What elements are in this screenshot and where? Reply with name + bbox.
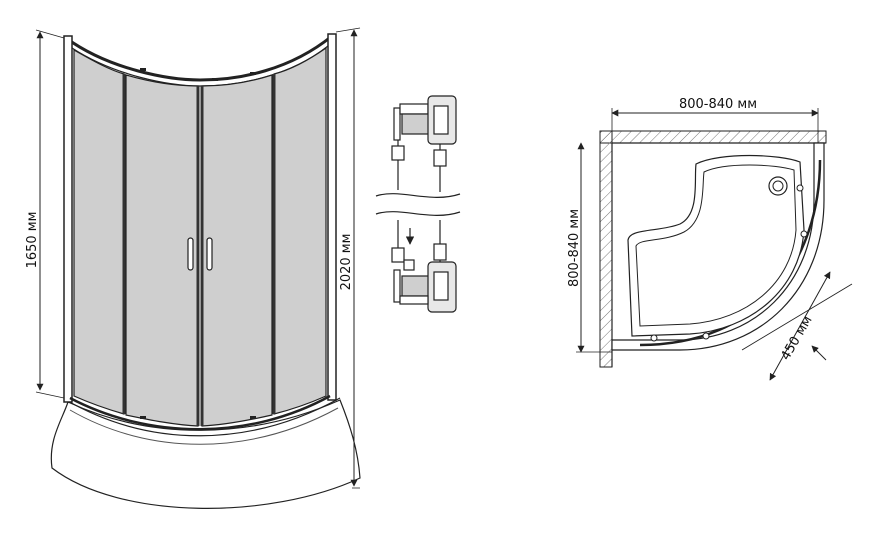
glass-door-right [201, 74, 273, 427]
left-post [63, 35, 73, 403]
plan-view: 800-840 мм 800-840 мм 450 мм [567, 97, 853, 381]
drain-inner [772, 180, 784, 192]
tray-rim-inner [69, 407, 339, 445]
dim-ext-top-left [35, 29, 65, 39]
door-handle-left [187, 237, 194, 271]
dim-radius-arrow [769, 271, 831, 381]
rollers [140, 68, 256, 419]
right-post [327, 33, 337, 401]
mounting-detail [375, 95, 461, 313]
bottom-rail [69, 394, 331, 431]
drain [768, 176, 788, 196]
depth-label: 800-840 мм [567, 209, 582, 287]
glass-panel-right [273, 46, 327, 415]
front-view: 1650 мм 2020 мм [25, 27, 361, 509]
total-height-label: 2020 мм [339, 234, 354, 291]
wall-top [599, 130, 827, 144]
height-label: 1650 мм [25, 212, 40, 269]
dim-radius-pointer [811, 345, 827, 361]
tray-rim [65, 397, 341, 437]
glass-panel-left [73, 48, 125, 415]
tray-basin-inner [635, 164, 797, 327]
radius-label: 450 мм [778, 313, 815, 363]
width-label: 800-840 мм [679, 97, 757, 112]
roller-knobs [650, 184, 808, 342]
glass-door-left [125, 74, 199, 427]
dim-ext-bottom-left [35, 391, 65, 399]
dim-ext-top-right [335, 27, 361, 33]
tray-basin [627, 154, 805, 337]
top-rail [65, 34, 333, 82]
door-handle-right [206, 237, 213, 271]
wall-left [599, 130, 613, 368]
